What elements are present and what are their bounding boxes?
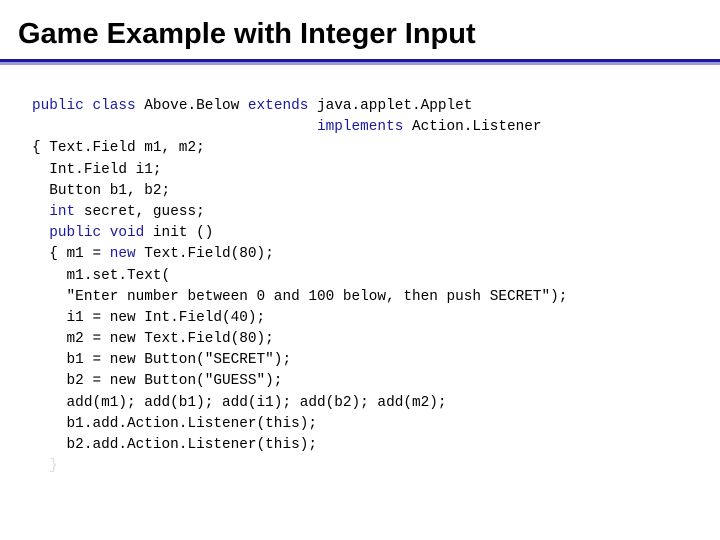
code-line: implements Action.Listener (32, 117, 712, 138)
code-line: b2 = new Button("GUESS"); (32, 371, 712, 392)
code-text: b2.add.Action.Listener(this); (32, 437, 317, 453)
code-text (32, 119, 317, 135)
code-text: add(m1); add(b1); add(i1); add(b2); add(… (32, 394, 447, 411)
code-line: b1.add.Action.Listener(this); (32, 414, 712, 435)
code-text: java.applet.Applet (308, 98, 473, 114)
code-text: Action.Listener (403, 119, 542, 136)
code-keyword: extends (247, 98, 309, 114)
code-text: m2 = new Text.Field(80); (32, 331, 274, 348)
code-text: b2 = new Button("GUESS"); (32, 373, 283, 390)
code-text: } (32, 458, 58, 475)
code-line: } (32, 456, 712, 477)
code-text: b1.add.Action.Listener(this); (32, 415, 317, 432)
code-text: i1 = new Int.Field(40); (32, 309, 266, 326)
code-line: "Enter number between 0 and 100 below, t… (32, 287, 712, 308)
code-keyword: public class (32, 98, 136, 114)
code-line: b1 = new Button("SECRET"); (32, 350, 712, 371)
code-line: { Text.Field m1, m2; (32, 138, 712, 159)
code-line: b2.add.Action.Listener(this); (32, 435, 712, 456)
code-text: Above.Below (135, 98, 248, 114)
code-text: Int.Field i1; (32, 161, 162, 178)
code-line: public class Above.Below extends java.ap… (32, 96, 712, 117)
code-line: Button b1, b2; (32, 181, 712, 202)
code-text (32, 225, 49, 241)
code-text: secret, guess; (75, 203, 205, 220)
code-keyword: int (49, 203, 76, 220)
code-text: "Enter number between 0 and 100 below, t… (32, 288, 568, 305)
code-line: i1 = new Int.Field(40); (32, 308, 712, 329)
code-line: int secret, guess; (32, 202, 712, 223)
code-text (32, 204, 49, 220)
code-line: { m1 = new Text.Field(80); (32, 244, 712, 265)
code-text: Text.Field(80); (135, 246, 274, 263)
code-line: public void init () (32, 223, 712, 244)
code-text: Button b1, b2; (32, 182, 171, 199)
code-keyword: new (109, 246, 136, 263)
code-text: init () (144, 225, 214, 242)
code-text: b1 = new Button("SECRET"); (32, 352, 292, 369)
slide-title: Game Example with Integer Input (18, 18, 476, 50)
code-text: { m1 = (32, 246, 110, 263)
code-line: m2 = new Text.Field(80); (32, 329, 712, 350)
code-line: Int.Field i1; (32, 160, 712, 181)
code-block: public class Above.Below extends java.ap… (32, 96, 712, 477)
code-keyword: public void (49, 225, 145, 242)
title-underline (0, 59, 720, 65)
code-text: { Text.Field m1, m2; (32, 140, 205, 157)
code-keyword: implements (316, 119, 404, 136)
code-line: m1.set.Text( (32, 266, 712, 287)
code-text: m1.set.Text( (32, 267, 171, 284)
code-line: add(m1); add(b1); add(i1); add(b2); add(… (32, 393, 712, 414)
